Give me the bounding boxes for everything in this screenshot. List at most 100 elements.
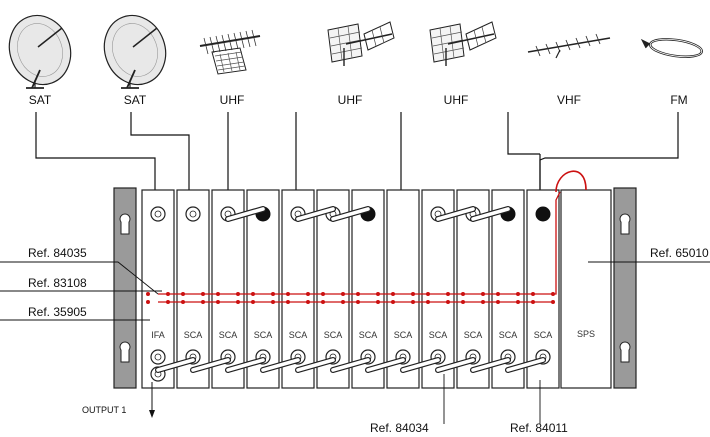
satellite-dish-icon: [8, 14, 72, 89]
bus-dot: [251, 300, 255, 304]
power-supply-module: [560, 189, 612, 389]
bus-dot: [426, 292, 430, 296]
input-connector: [150, 206, 166, 222]
module-label: SCA: [394, 330, 413, 340]
module-label: IFA: [151, 330, 165, 340]
ref-label: Ref. 65010: [650, 246, 709, 260]
module-label: SCA: [429, 330, 448, 340]
antenna-labels: SAT SAT UHF UHF UHF VHF FM: [29, 93, 688, 107]
coax-bridge: [470, 206, 511, 222]
uhf-panel-antenna-icon: [327, 21, 395, 66]
coax-bridge: [155, 357, 196, 373]
sca-module: SCA: [526, 189, 560, 389]
keyhole-icon: [119, 341, 131, 363]
bus-dot: [236, 300, 240, 304]
antenna-label: SAT: [124, 93, 147, 107]
bus-dot: [461, 292, 465, 296]
bus-dot: [271, 292, 275, 296]
bus-dot: [531, 300, 535, 304]
arrow-down-icon: [149, 410, 155, 418]
bus-dot: [376, 292, 380, 296]
coax-bridge: [435, 357, 476, 373]
coax-bridge: [260, 357, 301, 373]
sca-module: SCA: [281, 189, 315, 389]
bus-dot: [516, 292, 520, 296]
bus-dot: [496, 300, 500, 304]
module-label: SCA: [289, 330, 308, 340]
bus-dot: [146, 300, 150, 304]
bus-dot: [551, 292, 555, 296]
ref-labels-bottom: [443, 374, 541, 424]
output-connector: [150, 349, 166, 365]
antenna-label: SAT: [29, 93, 52, 107]
bus-dot: [181, 300, 185, 304]
module-label: SCA: [534, 330, 553, 340]
bus-dot: [411, 292, 415, 296]
output-label: OUTPUT 1: [82, 405, 126, 415]
bus-dot: [376, 300, 380, 304]
ref-label: Ref. 84035: [28, 246, 87, 260]
bus-dot: [356, 292, 360, 296]
uhf-panel-antenna-icon: [429, 21, 497, 66]
bus-dot: [236, 292, 240, 296]
coax-bridge: [295, 206, 336, 222]
bus-dot: [341, 292, 345, 296]
coax-bridges: [155, 206, 546, 373]
bus-dot: [286, 300, 290, 304]
ref-label: Ref. 84011: [510, 421, 568, 435]
bus-dot: [251, 292, 255, 296]
bus-dot: [271, 300, 275, 304]
antenna-label: VHF: [557, 93, 581, 107]
ref-label: Ref. 83108: [28, 276, 87, 290]
ifa-module: IFA: [141, 189, 175, 389]
module-label: SCA: [254, 330, 273, 340]
bus-dot: [496, 292, 500, 296]
bus-dot: [446, 292, 450, 296]
coax-bridge: [225, 357, 266, 373]
ref-label: Ref. 84034: [370, 421, 429, 435]
bus-dot: [426, 300, 430, 304]
bus-dot: [341, 300, 345, 304]
uhf-antenna-icon: [199, 29, 261, 75]
bus-dot: [551, 300, 555, 304]
coax-bridge: [470, 357, 511, 373]
right-mounting-bracket: [613, 187, 637, 389]
vhf-antenna-icon: [527, 33, 611, 59]
module-label: SCA: [324, 330, 343, 340]
bus-dot: [146, 292, 150, 296]
antenna-label: FM: [670, 93, 687, 107]
module-label: SCA: [499, 330, 518, 340]
antenna-label: UHF: [444, 93, 469, 107]
sca-module: SCA: [176, 189, 210, 389]
sca-module: SCA: [491, 189, 525, 389]
bus-dot: [306, 300, 310, 304]
bus-dot: [306, 292, 310, 296]
bus-dot: [166, 292, 170, 296]
bus-dot: [201, 292, 205, 296]
bus-dot: [321, 300, 325, 304]
bus-dot: [446, 300, 450, 304]
input-connector: [535, 206, 551, 222]
bus-dot: [216, 300, 220, 304]
bus-dot: [181, 292, 185, 296]
satellite-dish-icon: [103, 14, 167, 89]
bus-dot: [216, 292, 220, 296]
coax-bridge: [365, 357, 406, 373]
bus-dot: [391, 300, 395, 304]
bus-dot: [481, 292, 485, 296]
coax-bridge: [225, 206, 266, 222]
coax-bridge: [330, 206, 371, 222]
sca-module: SCA: [246, 189, 280, 389]
bus-dot: [391, 292, 395, 296]
red-bus: [146, 191, 561, 304]
left-mounting-bracket: [113, 187, 137, 389]
bus-dot: [411, 300, 415, 304]
bus-dot: [531, 292, 535, 296]
fm-antenna-icon: [640, 38, 703, 58]
ref-label: Ref. 35905: [28, 305, 87, 319]
module-label: SCA: [464, 330, 483, 340]
module-label: SPS: [577, 329, 595, 339]
